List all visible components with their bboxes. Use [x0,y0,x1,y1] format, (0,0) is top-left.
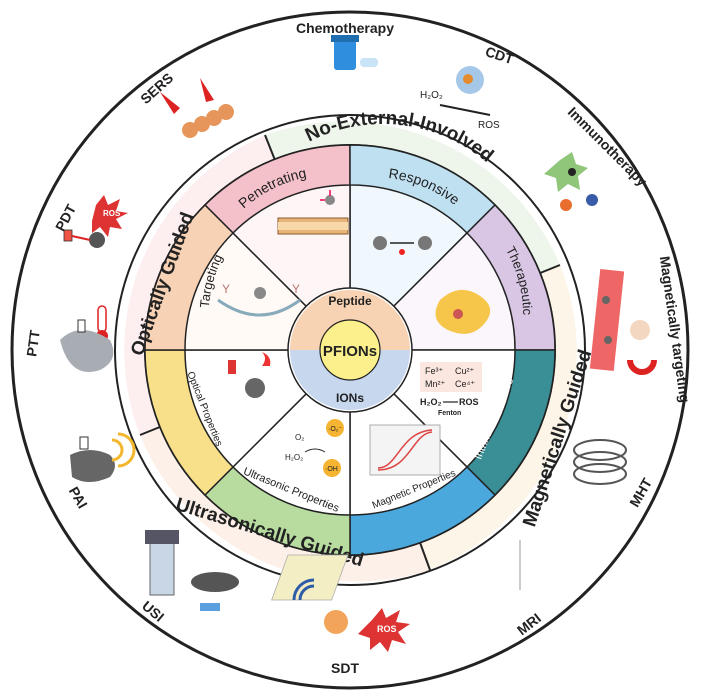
label-sdt: SDT [331,660,359,676]
cdt-h2o2: H₂O₂ [420,90,443,101]
o2minus-badge [326,419,344,437]
pdt-ros-label: ROS [103,209,121,218]
immunotherapy-cell-icon [544,152,598,211]
middle-ring-border [114,114,586,586]
svg-text:O₂: O₂ [295,433,304,442]
magnet-icon [627,320,657,375]
blood-vessel-icon [589,269,625,371]
responsive-nanoparticle-icon [373,236,432,255]
label-ptt: PTT [23,329,43,358]
cdt-ros: ROS [478,120,500,131]
sdt-ultrasound-icon [292,578,348,634]
center-ions: IONs [336,391,364,405]
pfions-core [319,319,381,381]
label-chemotherapy: Chemotherapy [296,20,394,36]
svg-text:·OH: ·OH [325,466,338,473]
svg-text:ROS: ROS [459,397,479,407]
ultrasonic-reaction-icon: O₂ H₂O₂ ·O₂⁻ ·OH [285,419,344,477]
svg-text:Y: Y [292,282,300,296]
targeting-receptor-icon: Y Y [217,282,301,317]
svg-text:Fenton: Fenton [438,410,461,417]
intrinsic-attributes-box: Fe³⁺ Cu²⁺ Mn²⁺ Ce⁴⁺ H₂O₂ ROS Fenton [420,362,482,417]
optical-laser-icon [228,352,271,398]
svg-text:H₂O₂: H₂O₂ [285,453,303,462]
pdt-cell-icon [63,195,128,248]
therapeutic-cell-icon [435,289,491,334]
pai-laser-icon [70,432,136,482]
svg-text:H₂O₂: H₂O₂ [420,397,442,407]
sdt-ros-burst-icon [358,608,410,652]
magnetic-hysteresis-icon [369,424,441,476]
svg-text:Ce⁴⁺: Ce⁴⁺ [455,379,475,389]
chemotherapy-pill-icon [331,35,378,70]
svg-text:Y: Y [222,282,230,296]
svg-text:Mn²⁺: Mn²⁺ [425,379,445,389]
oh-badge [323,459,341,477]
mht-coil-icon [573,439,627,485]
mri-scan-icon [271,540,521,601]
sers-nanoparticle-icon [160,78,234,138]
svg-text:·O₂⁻: ·O₂⁻ [328,426,342,433]
sdt-ros-label: ROS [377,624,397,634]
membrane-icon [277,190,349,235]
svg-text:Fe³⁺: Fe³⁺ [425,366,444,376]
inner-bands [144,144,556,556]
center-peptide: Peptide [328,294,372,308]
svg-text:Cu²⁺: Cu²⁺ [455,366,475,376]
cdt-cell-icon [439,66,491,116]
usi-machine-icon [145,530,239,611]
ptt-thermometer-icon [60,305,114,372]
center-pfions: PFIONs [323,343,377,360]
